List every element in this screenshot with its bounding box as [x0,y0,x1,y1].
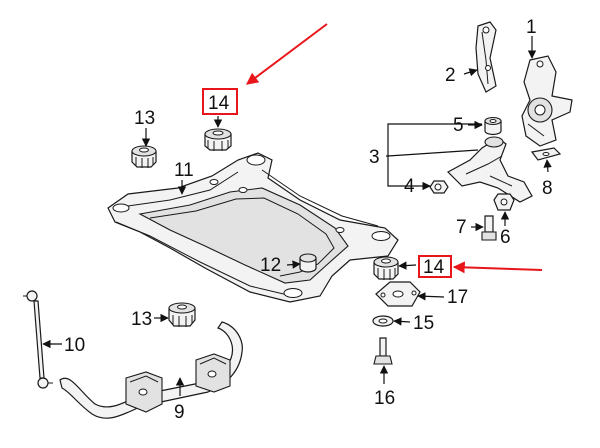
highlight-arrow-right [452,261,543,274]
callout-numbers: 1 2 3 4 5 6 7 8 9 10 11 12 13 13 14 14 1… [64,17,553,423]
highlight-box-14-right [418,255,452,278]
part-15-washer [372,315,394,327]
part-14-bushing-top [204,128,232,151]
callout-6: 6 [500,227,511,248]
callout-11: 11 [174,160,194,181]
highlight-box-14-top [202,88,238,115]
callout-7: 7 [456,217,467,238]
highlight-arrow-top [246,23,328,85]
callout-13-bottom: 13 [131,309,152,330]
callout-2: 2 [445,65,456,86]
callout-4: 4 [404,176,415,197]
callout-13-top: 13 [134,108,155,129]
callout-16: 16 [374,388,395,409]
callout-14-right: 14 [423,257,445,278]
callout-12: 12 [260,255,281,276]
leader-lines [42,36,552,396]
part-2-bracket [475,21,497,93]
callout-9: 9 [174,402,185,423]
callout-3: 3 [369,147,380,168]
part-8-clip [530,147,562,161]
callout-8: 8 [542,178,553,199]
part-17-bracket [375,281,421,307]
part-14-bushing-right [373,256,399,280]
part-5-bushing [484,116,502,136]
part-9-stabilizer-bar [59,321,243,419]
highlight-annotations [202,23,543,278]
callout-17: 17 [447,287,468,308]
part-10-stabilizer-link [23,290,53,389]
lower-control-arm [447,136,533,203]
part-13-bushing-bottom [168,302,196,327]
part-12-cap [299,253,317,273]
callout-1: 1 [526,17,537,38]
part-7-bolt [481,215,497,241]
part-13-bushing-top [131,145,157,168]
callout-10: 10 [64,335,85,356]
callout-5: 5 [453,115,464,136]
part-1-knuckle [521,55,573,147]
part-6-bushing [493,193,515,211]
callout-14-top: 14 [208,93,230,114]
part-16-bolt [373,337,393,365]
callout-15: 15 [413,313,434,334]
part-4-bushing [429,180,449,194]
subframe-crossmember [107,152,399,303]
